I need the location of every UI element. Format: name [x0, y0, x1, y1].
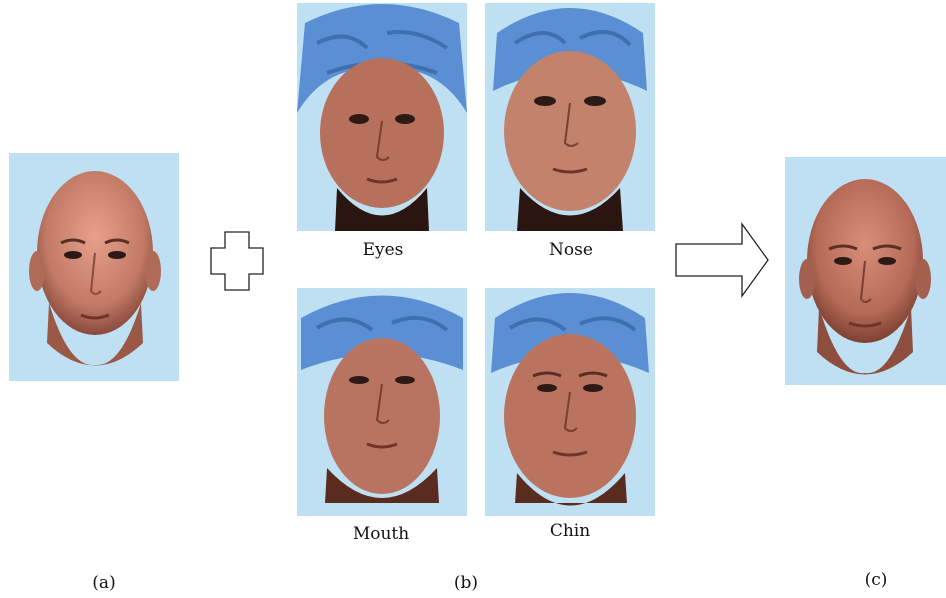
- eyes-donor-face-image: [297, 3, 467, 231]
- panel-b-label: (b): [436, 573, 496, 593]
- mouth-donor-face-image: [297, 288, 467, 516]
- nose-donor-face-image: [485, 3, 655, 231]
- arrow-right-icon: [674, 222, 770, 298]
- panel-c-label: (c): [846, 570, 906, 590]
- eyes-label: Eyes: [333, 240, 433, 260]
- chin-label: Chin: [520, 521, 620, 541]
- composite-face-image: [785, 157, 946, 385]
- plus-icon: [209, 230, 265, 292]
- nose-label: Nose: [521, 240, 621, 260]
- base-face-image: [9, 153, 179, 381]
- panel-a-label: (a): [74, 573, 134, 593]
- chin-donor-face-image: [485, 288, 655, 516]
- mouth-label: Mouth: [331, 524, 431, 544]
